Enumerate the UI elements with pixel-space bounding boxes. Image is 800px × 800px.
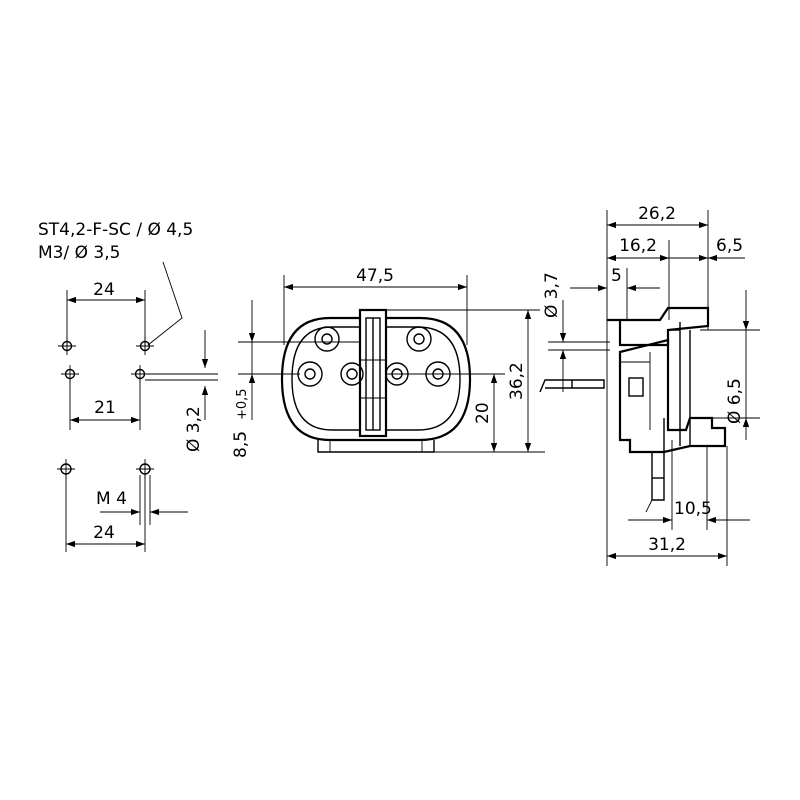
screw-note-line1: ST4,2-F-SC / Ø 4,5 [38, 220, 193, 240]
side-body [618, 338, 727, 454]
pin-socket [406, 326, 432, 352]
body-foot [317, 440, 435, 453]
dim-21: 21 [94, 398, 116, 418]
dim-8-5: 8,5 [231, 431, 251, 458]
leader-line [147, 261, 183, 346]
pin-socket [314, 326, 340, 352]
side-top-clip [607, 306, 710, 347]
side-view: Ø 3,7 26,2 16,2 6,5 5 [539, 204, 760, 566]
dim-16-2: 16,2 [619, 236, 657, 256]
lampholder-body [280, 316, 472, 442]
wire-lead [651, 452, 665, 501]
dim-10-5: 10,5 [674, 499, 712, 519]
dim-top-24: 24 [93, 280, 115, 300]
hole-pattern-view: ST4,2-F-SC / Ø 4,5 M3/ Ø 3,5 24 [38, 220, 218, 552]
mounting-hole [136, 337, 154, 355]
dim-bottom-24: 24 [93, 523, 115, 543]
dim-47-5: 47,5 [356, 266, 394, 286]
dim-tolerance: +0,5 [235, 388, 250, 420]
front-view: 8,5 +0,5 47,5 20 36,2 [231, 266, 545, 458]
dim-m4: M 4 [96, 489, 127, 509]
dim-20: 20 [473, 402, 493, 424]
dim-dia-3-7: Ø 3,7 [542, 272, 562, 318]
screw-note-line2: M3/ Ø 3,5 [38, 243, 120, 263]
dim-26-2: 26,2 [638, 204, 676, 224]
dim-6-5-top: 6,5 [716, 236, 743, 256]
dim-31-2: 31,2 [648, 535, 686, 555]
dim-5: 5 [611, 266, 622, 286]
wire-lead [539, 379, 605, 393]
mounting-hole [58, 337, 76, 355]
dim-dia-6-5: Ø 6,5 [725, 378, 745, 424]
dim-dia-3-2: Ø 3,2 [184, 406, 204, 452]
pin-socket [340, 362, 364, 386]
side-window [628, 377, 644, 397]
pin-socket [297, 361, 323, 387]
dim-36-2: 36,2 [507, 362, 527, 400]
body-inner-rim [291, 326, 461, 431]
